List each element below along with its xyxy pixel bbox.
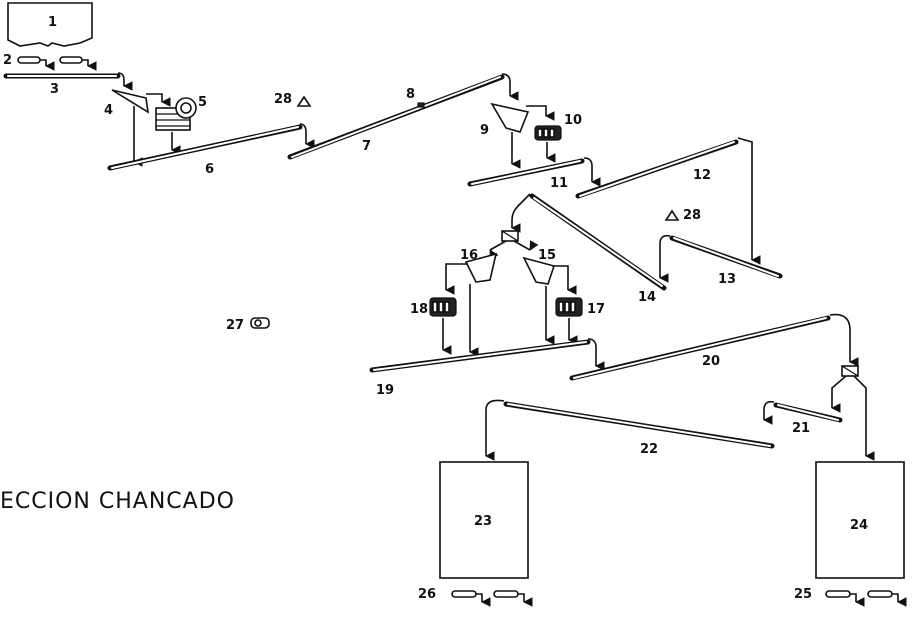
splitter-bottom xyxy=(831,365,875,461)
conveyor-19: 19 xyxy=(369,338,605,398)
stockpile-1: 1 xyxy=(7,2,93,47)
screen-15: 15 xyxy=(522,248,577,345)
label-26: 26 xyxy=(418,587,436,602)
crusher-5: 5 xyxy=(155,95,207,155)
crusher-17: 17 xyxy=(555,297,605,345)
label-17: 17 xyxy=(587,302,605,317)
label-9: 9 xyxy=(480,123,489,138)
magnet-28-middle: 28 xyxy=(664,208,701,223)
label-23: 23 xyxy=(474,514,492,529)
label-19: 19 xyxy=(376,383,394,398)
stockpile-23: 23 xyxy=(439,461,529,579)
label-7: 7 xyxy=(362,139,371,154)
screen-4: 4 xyxy=(104,89,171,167)
conveyor-13: 13 xyxy=(659,234,783,287)
feeders-2: 2 xyxy=(3,53,97,71)
label-5: 5 xyxy=(198,95,207,110)
symbol-27: 27 xyxy=(226,317,270,333)
label-2: 2 xyxy=(3,53,12,68)
label-13: 13 xyxy=(718,272,736,287)
label-25: 25 xyxy=(794,587,812,602)
stockpile-24: 24 xyxy=(815,461,905,579)
conveyor-3: 3 xyxy=(3,72,133,97)
conveyor-20: 20 xyxy=(569,313,859,381)
crusher-18: 18 xyxy=(410,297,457,355)
label-6: 6 xyxy=(205,162,214,177)
label-10: 10 xyxy=(564,113,582,128)
label-3: 3 xyxy=(50,82,59,97)
label-15: 15 xyxy=(538,248,556,263)
conveyor-7: 7 8 xyxy=(287,73,519,160)
label-12: 12 xyxy=(693,168,711,183)
splitter-top xyxy=(489,230,539,260)
conveyor-22: 22 xyxy=(485,399,775,461)
feeders-25: 25 xyxy=(794,587,907,607)
section-title: ECCION CHANCADO xyxy=(0,489,235,514)
label-28-middle: 28 xyxy=(683,208,701,223)
crusher-10: 10 xyxy=(534,113,582,163)
label-4: 4 xyxy=(104,103,113,118)
screen-9: 9 xyxy=(480,102,555,169)
label-14: 14 xyxy=(638,290,656,305)
screen-16: 16 xyxy=(445,248,498,357)
magnet-28-top: 28 xyxy=(274,92,312,107)
label-21: 21 xyxy=(792,421,810,436)
label-22: 22 xyxy=(640,442,658,457)
label-11: 11 xyxy=(550,176,568,191)
label-1: 1 xyxy=(48,15,57,30)
conveyor-14: 14 xyxy=(511,193,667,305)
conveyor-11: 11 xyxy=(467,157,601,191)
feeders-26: 26 xyxy=(418,587,533,607)
label-27: 27 xyxy=(226,318,244,333)
conveyor-6: 6 xyxy=(107,123,315,177)
label-24: 24 xyxy=(850,518,868,533)
conveyor-21: 21 xyxy=(763,400,843,436)
label-16: 16 xyxy=(460,248,478,263)
label-18: 18 xyxy=(410,302,428,317)
label-28-top: 28 xyxy=(274,92,292,107)
label-8: 8 xyxy=(406,87,415,102)
conveyor-12: 12 xyxy=(575,137,761,265)
label-20: 20 xyxy=(702,354,720,369)
